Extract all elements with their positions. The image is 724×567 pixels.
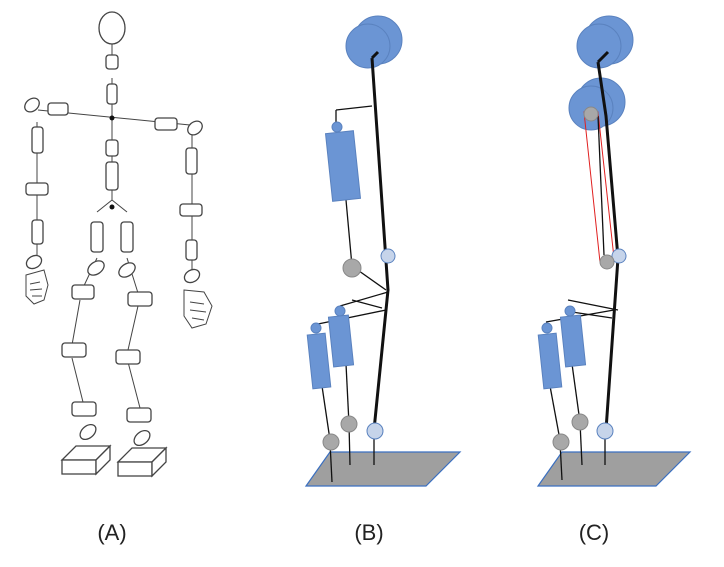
ground-plate bbox=[304, 451, 462, 487]
joint-caps bbox=[24, 97, 203, 447]
mass-discs bbox=[345, 15, 403, 69]
actuators bbox=[306, 121, 362, 390]
head bbox=[98, 11, 126, 45]
figure-canvas bbox=[24, 11, 692, 487]
foot-block bbox=[60, 444, 168, 478]
panel-b-caption: (B) bbox=[354, 520, 384, 545]
panel-c-model bbox=[536, 15, 692, 487]
joints bbox=[322, 248, 396, 451]
hand-icon bbox=[25, 269, 213, 329]
ground-plate bbox=[536, 451, 692, 487]
panel-a-skeleton bbox=[24, 11, 213, 478]
panel-a-caption: (A) bbox=[97, 520, 127, 545]
shoulder-node bbox=[109, 115, 115, 121]
panel-c-caption: (C) bbox=[578, 520, 610, 545]
actuators bbox=[537, 305, 587, 390]
pelvis-node bbox=[109, 204, 115, 210]
horizontal-cylinders bbox=[25, 102, 203, 423]
joints bbox=[552, 106, 627, 451]
panel-b-model bbox=[304, 15, 462, 487]
main-strut bbox=[370, 50, 390, 431]
main-strut bbox=[596, 50, 620, 431]
cylinders bbox=[31, 54, 198, 261]
